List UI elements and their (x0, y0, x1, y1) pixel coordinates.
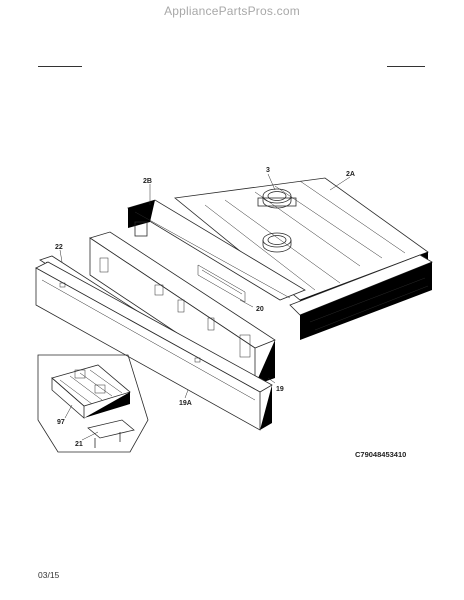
label-19: 19 (276, 386, 284, 393)
label-3: 3 (266, 167, 270, 174)
side-rail-bracket (289, 254, 433, 340)
label-97: 97 (57, 419, 65, 426)
header-rule-right (387, 66, 425, 67)
front-panel-19a (35, 261, 273, 431)
label-19a: 19A (179, 400, 192, 407)
label-2b: 2B (143, 178, 152, 185)
watermark-text: AppliancePartsPros.com (164, 4, 300, 18)
header-rule-left (38, 66, 82, 67)
vent-part-3 (257, 188, 297, 209)
vent-lower (262, 232, 292, 253)
label-20: 20 (256, 306, 264, 313)
inset-detail-box (37, 354, 149, 453)
label-2a: 2A (346, 171, 355, 178)
leader-lines (59, 173, 351, 441)
diagram-code: C79048453410 (355, 450, 407, 459)
footer-date: 03/15 (38, 570, 60, 580)
panel-bracket-2b (127, 199, 306, 301)
label-22: 22 (55, 244, 63, 251)
label-21: 21 (75, 441, 83, 448)
control-housing-20 (89, 231, 276, 386)
